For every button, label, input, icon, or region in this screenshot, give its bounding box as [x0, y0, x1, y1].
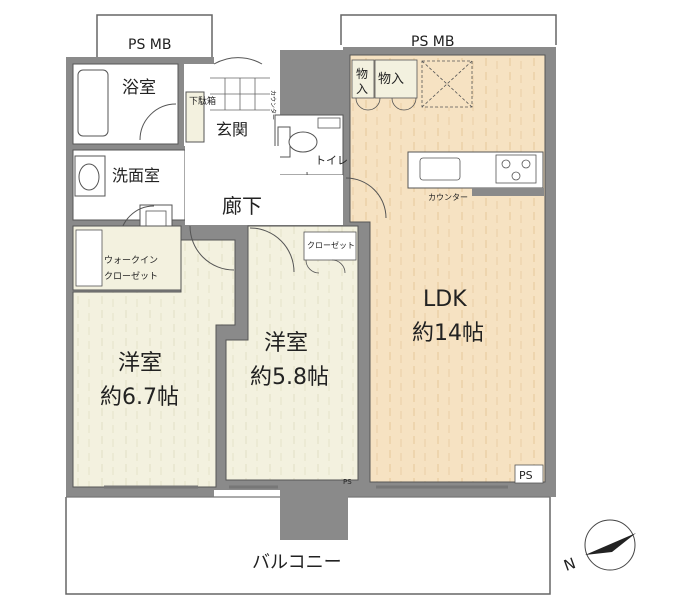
room1-size: 約6.7帖	[100, 385, 179, 410]
closet-label: クローゼット	[307, 240, 355, 250]
western-room-1: 洋室 約6.7帖	[72, 225, 236, 489]
ldk: 物 入 物入 カウンター PS LDK 約14帖	[345, 54, 546, 489]
storage-a-line2: 入	[356, 82, 368, 96]
bathroom: 浴室	[72, 63, 179, 145]
ps-tiny-label: PS	[343, 478, 352, 486]
bath-label: 浴室	[122, 78, 156, 98]
toilet-room: トイレ	[274, 114, 348, 207]
room1-name: 洋室	[118, 351, 162, 376]
balcony: バルコニー	[65, 496, 551, 595]
wic-label-line1: ウォークイン	[104, 255, 158, 266]
room2-name: 洋室	[264, 331, 308, 356]
hallway-label: 廊下	[222, 194, 262, 218]
ps-mb-right-label: PS MB	[411, 34, 454, 50]
ps-mb-left-label: PS MB	[128, 37, 171, 53]
storage-a-line1: 物	[356, 67, 368, 81]
shoe-cabinet-label: 下駄箱	[189, 95, 216, 107]
ps-mb-left-area: PS MB	[96, 14, 213, 57]
western-room-2: クローゼット 洋室 約5.8帖 PS	[225, 225, 359, 489]
entrance-tiles	[210, 77, 270, 111]
north-compass: N	[561, 519, 636, 575]
hallway: 廊下	[185, 146, 343, 225]
washroom-label: 洗面室	[112, 166, 160, 185]
room2-size: 約5.8帖	[250, 365, 329, 390]
north-icon: N	[561, 554, 578, 575]
balcony-label: バルコニー	[252, 552, 342, 573]
wic-label-line2: クローゼット	[104, 270, 158, 282]
toilet-label: トイレ	[315, 154, 348, 167]
storage-b-label: 物入	[378, 72, 404, 87]
ldk-size: 約14帖	[412, 321, 484, 346]
entrance-label: 玄関	[216, 120, 248, 139]
ps-mb-right-area: PS MB	[340, 14, 557, 50]
entrance: 下駄箱 玄関 カウンター	[184, 57, 280, 146]
ps-small-label: PS	[519, 469, 533, 482]
ldk-name: LDK	[423, 287, 467, 312]
kitchen-counter-label: カウンター	[428, 193, 468, 202]
counter-small-label: カウンター	[269, 90, 277, 120]
walk-in-closet: ウォークイン クローゼット	[72, 225, 182, 291]
